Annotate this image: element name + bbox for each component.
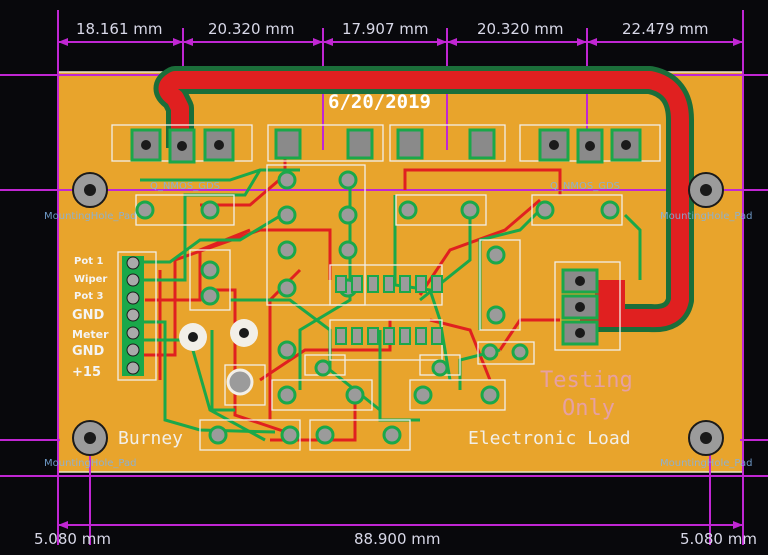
dimension-label-1: 18.161 mm	[76, 20, 163, 38]
dimension-label-3: 17.907 mm	[342, 20, 429, 38]
through-hole-pads[interactable]	[135, 170, 620, 445]
mounting-hole-label-bl: MountingHole_Pad	[44, 458, 137, 469]
dimension-arrows	[58, 38, 743, 529]
board-title: Electronic Load	[468, 428, 631, 449]
dimension-label-2: 20.320 mm	[208, 20, 295, 38]
ic-pads[interactable]	[335, 275, 443, 345]
power-trace	[158, 71, 689, 328]
mosfet-left[interactable]	[130, 128, 235, 164]
pin-label-1: Pot 1	[74, 256, 104, 267]
pin-label-3: Pot 3	[74, 291, 104, 302]
mid-transistor-pads[interactable]	[274, 128, 496, 160]
dimension-label-bottom-center: 88.900 mm	[354, 530, 441, 548]
dimension-label-4: 20.320 mm	[477, 20, 564, 38]
dimension-label-5: 22.479 mm	[622, 20, 709, 38]
dimension-label-bottom-left: 5.080 mm	[34, 530, 111, 548]
mosfet-left-label: Q_NMOS_GDS	[150, 181, 220, 192]
pin-label-4: GND	[72, 308, 105, 323]
pin-label-5: Meter	[72, 328, 109, 341]
mounting-hole-label-tr: MountingHole_Pad	[660, 211, 753, 222]
silkscreen-outlines	[111, 124, 661, 451]
dimension-label-bottom-right: 5.080 mm	[680, 530, 757, 548]
pin-label-7: +15	[72, 365, 101, 380]
connector-pins[interactable]	[122, 256, 144, 376]
mounting-hole-label-br: MountingHole_Pad	[660, 458, 753, 469]
watermark-line-1: Testing	[540, 368, 633, 393]
mounting-hole-label-tl: MountingHole_Pad	[44, 211, 137, 222]
dimension-lines	[0, 10, 768, 545]
watermark-line-2: Only	[562, 396, 615, 421]
mosfet-right-label: Q_NMOS_GDS	[550, 181, 620, 192]
mounting-hole-centers	[84, 184, 712, 444]
board-date: 6/20/2019	[328, 91, 431, 113]
mosfet-right[interactable]	[538, 128, 642, 164]
board-author: Burney	[118, 428, 184, 449]
capacitors[interactable]	[179, 319, 258, 396]
regulator-pads[interactable]	[561, 268, 599, 346]
pin-label-6: GND	[72, 344, 105, 359]
pin-label-2: Wiper	[74, 274, 108, 285]
